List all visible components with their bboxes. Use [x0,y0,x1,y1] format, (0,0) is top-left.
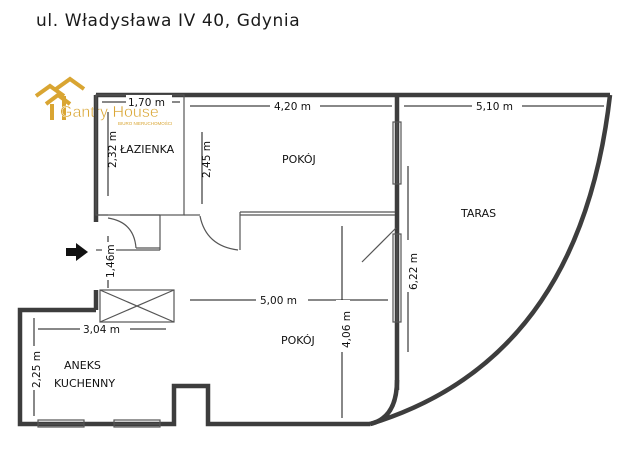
bath-width-label: 1,70 m [128,97,165,109]
room-label-terrace: TARAS [460,207,496,220]
bath-height-label: 2,32 m [107,131,119,168]
logo-tagline: BIURO NIERUCHOMOŚCI [118,119,172,126]
room-bottom-height-label: 4,06 m [341,311,353,348]
room-label-room-bottom: POKÓJ [281,334,315,347]
interior-walls [37,94,402,428]
room-top-width-label: 4,20 m [274,101,311,113]
room-label-kitchen-line2: KUCHENNY [54,377,115,390]
room-top-height-label: 2,45 m [201,141,213,178]
page-title: ul. Władysława IV 40, Gdynia [36,11,301,31]
house-roof-logo-icon [34,76,86,120]
terrace-depth-label: 6,22 m [408,253,420,290]
room-label-kitchen-line1: ANEKS [64,359,101,372]
kitchen-width-label: 3,04 m [83,324,120,336]
company-logo: Gantry House BIURO NIERUCHOMOŚCI [34,76,172,126]
kitchen-height-label: 2,25 m [31,351,43,388]
room-bottom-width-label: 5,00 m [260,295,297,307]
dimension-labels: 1,70 m 2,32 m 4,20 m 2,45 m 5,10 m 6,22 … [28,95,522,390]
room-labels: ŁAZIENKA POKÓJ TARAS POKÓJ ANEKS KUCHENN… [54,143,496,390]
logo-brand: Gantry House [60,104,159,121]
room-label-room-top: POKÓJ [282,153,316,166]
arrow-right-icon [66,243,88,261]
terrace-width-label: 5,10 m [476,101,513,113]
hall-width-label: 1,46m [105,244,117,278]
room-label-bathroom: ŁAZIENKA [119,143,175,156]
